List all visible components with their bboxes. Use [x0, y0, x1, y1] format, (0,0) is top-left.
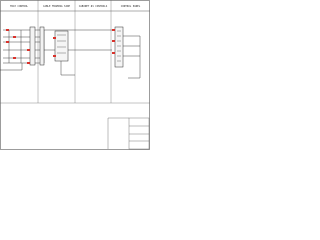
- schematic-drawing: [0, 0, 150, 150]
- middle-contactor: [53, 30, 75, 76]
- left-red-terminals: [6, 29, 30, 64]
- schematic-sheet: TRAY CONTROL CABLE FRAMING SIDE CABINET …: [0, 0, 150, 150]
- left-wiring-group: [0, 29, 45, 71]
- title-block-frame: [107, 117, 150, 150]
- right-terminal-strip: [110, 26, 141, 79]
- zone-label-control-panel: CONTROL PANEL: [120, 5, 141, 8]
- zone-label-cabinet-controls: CABINET #1 CONTROLS: [78, 5, 108, 8]
- zone-label-cable-framing-side: CABLE FRAMING SIDE: [42, 5, 71, 8]
- left-terminal-block: [29, 26, 45, 66]
- zone-label-tray-control: TRAY CONTROL: [9, 5, 29, 8]
